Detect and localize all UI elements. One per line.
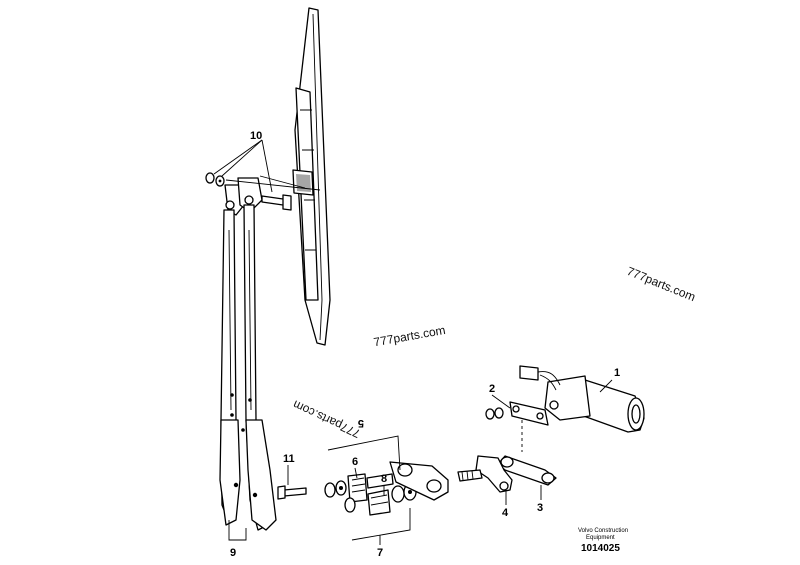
credit-line-2: Equipment <box>586 535 615 541</box>
watermark-mirrored: 777parts.com <box>291 397 363 440</box>
watermark-center: 777parts.com <box>373 323 447 349</box>
callout-3: 3 <box>537 502 543 514</box>
blade-mounting-screw <box>205 172 321 211</box>
callout-7: 7 <box>377 547 383 559</box>
callout-5: 5 <box>358 417 364 429</box>
leader-lines <box>213 139 613 545</box>
wiper-motor <box>519 365 645 433</box>
wiper-arm-set <box>219 177 277 531</box>
callout-9: 9 <box>230 547 236 559</box>
credit-line-1: Volvo Construction <box>578 528 628 534</box>
callout-11: 11 <box>283 453 295 465</box>
wiper-blade <box>292 7 331 346</box>
crank-lever <box>457 455 513 493</box>
callout-6: 6 <box>352 456 358 468</box>
spindle-kit <box>324 435 449 541</box>
callout-4: 4 <box>502 507 509 519</box>
bolt <box>277 485 307 500</box>
watermark-right: 777parts.com <box>625 264 698 304</box>
link-rod <box>497 420 557 486</box>
callout-2: 2 <box>489 383 495 395</box>
callout-1: 1 <box>614 367 620 379</box>
motor-bracket <box>485 401 549 426</box>
callout-8: 8 <box>381 473 387 485</box>
callout-10: 10 <box>250 130 262 142</box>
document-number: 1014025 <box>581 543 620 554</box>
